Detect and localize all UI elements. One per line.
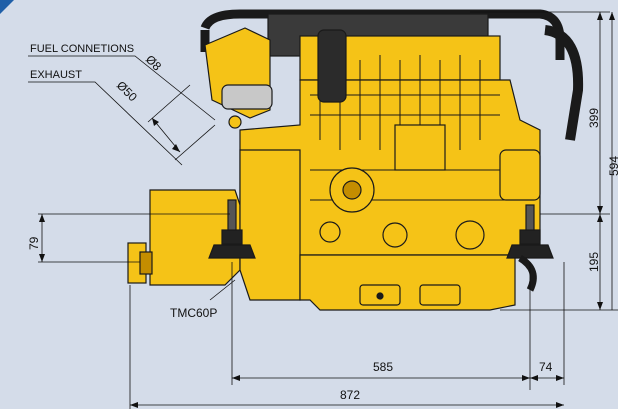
oil-sump	[299, 254, 516, 311]
exhaust-leader	[28, 81, 183, 166]
exhaust-dia-ext-2	[174, 124, 216, 161]
dimension-594: 594	[607, 156, 618, 176]
bellhousing	[239, 149, 301, 301]
idler-pulley	[382, 222, 408, 248]
dimension-74: 74	[539, 360, 553, 374]
exhaust-dia-ext-1	[147, 84, 191, 123]
alt-pulley	[455, 220, 485, 250]
right-coolant-hose	[518, 254, 537, 292]
dimension-872: 872	[340, 388, 360, 402]
dimension-lines	[28, 11, 618, 409]
exhaust-fitting	[228, 115, 242, 129]
label-exhaust: EXHAUST	[30, 69, 82, 81]
output-shaft	[139, 251, 153, 275]
corner-accent	[0, 0, 14, 14]
sump-window-2	[419, 284, 461, 306]
dimension-195: 195	[587, 252, 601, 272]
injection-pump	[394, 124, 446, 171]
label-gearbox: TMC60P	[170, 306, 217, 320]
fuel-leader	[28, 55, 216, 121]
fuel-filter	[317, 29, 347, 103]
label-fuel-connections: FUEL CONNETIONS	[30, 43, 134, 55]
label-exhaust-diameter: Ø50	[114, 78, 140, 104]
engine-illustration	[127, 9, 584, 311]
dimension-399: 399	[587, 108, 601, 128]
right-hose	[544, 25, 584, 141]
exhaust-cylinder	[221, 84, 273, 110]
engine-mount-left	[208, 199, 256, 259]
front-pulley-hub	[342, 180, 362, 200]
arrowheads	[39, 12, 615, 408]
alternator	[499, 149, 541, 201]
engine-mount-right	[506, 204, 554, 259]
tmc-leader	[209, 279, 236, 301]
dimension-585: 585	[373, 360, 393, 374]
raw-water-pump	[319, 221, 341, 243]
drain-plug	[376, 292, 384, 300]
dimension-79: 79	[27, 236, 41, 250]
label-fuel-diameter: Ø8	[143, 52, 164, 73]
